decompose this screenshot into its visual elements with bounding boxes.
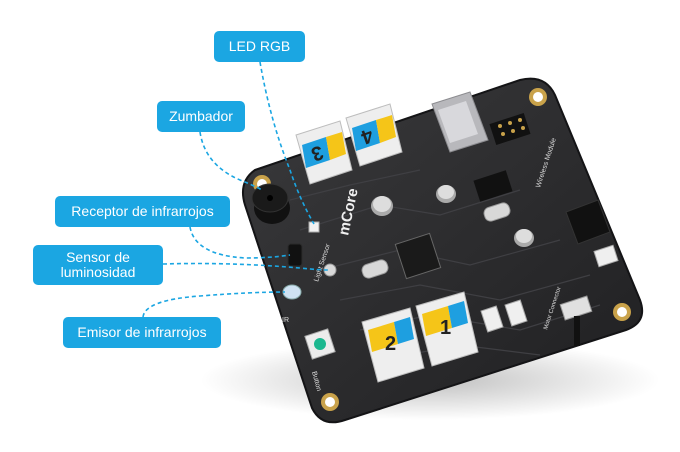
buzzer <box>251 183 290 224</box>
ir-emitter <box>282 284 302 300</box>
white-connectors <box>480 244 619 333</box>
driver-chip <box>473 170 513 202</box>
header-pins <box>489 112 531 146</box>
callout-sensor-line1: Sensor de <box>66 249 130 265</box>
leader-emisor <box>142 291 286 318</box>
usb-connector <box>431 91 489 153</box>
callout-led-rgb: LED RGB <box>214 31 305 62</box>
port-4: 4 <box>345 103 403 167</box>
port-1: 1 <box>415 291 479 367</box>
leader-zumbador <box>199 131 263 191</box>
capacitors <box>371 185 534 247</box>
port-2: 2 <box>361 307 425 383</box>
power-jack <box>565 199 611 245</box>
power-switch <box>559 295 593 346</box>
silk-ir: IR <box>282 317 289 324</box>
callout-zumbador: Zumbador <box>157 101 245 132</box>
callout-emisor-text: Emisor de infrarrojos <box>77 324 207 340</box>
callout-sensor-line2: luminosidad <box>60 264 136 280</box>
callout-receptor-infrarrojos: Receptor de infrarrojos <box>55 196 230 227</box>
callout-emisor-infrarrojos: Emisor de infrarrojos <box>63 317 221 348</box>
callout-leaders <box>142 61 329 318</box>
leader-luminosidad <box>162 262 329 271</box>
leader-led-rgb <box>259 61 315 225</box>
port-1-number: 1 <box>440 317 451 339</box>
port-3: 3 <box>295 120 353 185</box>
leader-receptor <box>189 226 291 259</box>
callout-receptor-text: Receptor de infrarrojos <box>71 203 214 219</box>
port-2-number: 2 <box>385 333 396 355</box>
ir-receiver <box>287 243 303 267</box>
main-microcontroller <box>394 232 442 280</box>
callout-sensor-luminosidad: Sensor de luminosidad <box>33 245 163 285</box>
crystal <box>361 202 511 279</box>
callout-zumbador-text: Zumbador <box>169 108 233 124</box>
rgb-led <box>308 221 320 233</box>
callout-led-rgb-text: LED RGB <box>228 38 291 54</box>
